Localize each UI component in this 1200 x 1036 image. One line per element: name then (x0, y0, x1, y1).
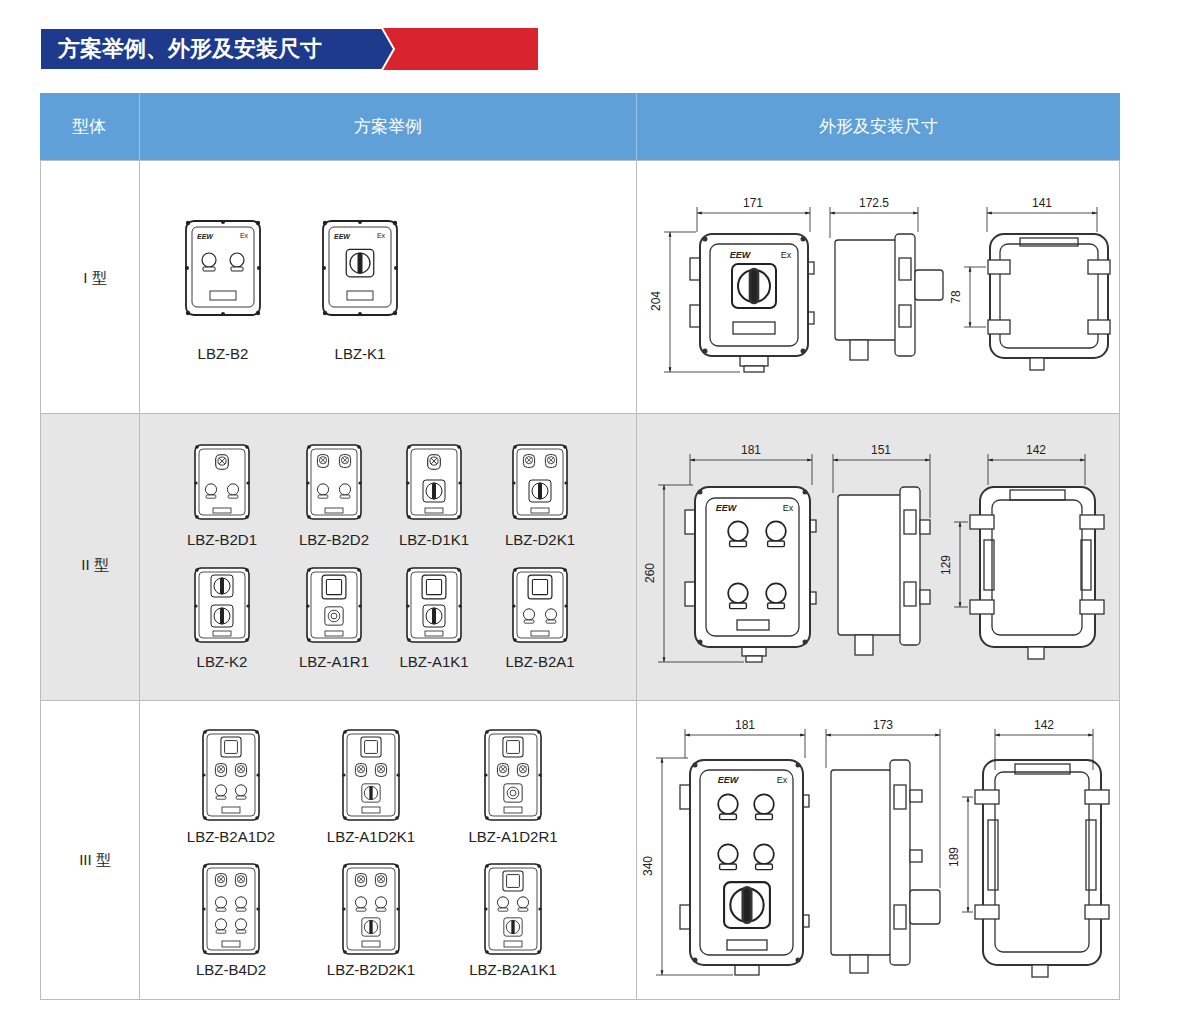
scheme-icon (342, 730, 399, 820)
scheme-icon (484, 864, 541, 954)
ex-mark: Ex (777, 775, 788, 785)
dimension: 181 (741, 444, 761, 458)
brand-logo: EEW (197, 233, 213, 241)
model-name: LBZ-A1D2R1 (468, 828, 557, 845)
dimension: 78 (950, 290, 964, 303)
dimension: 171 (743, 197, 763, 211)
ex-mark: Ex (377, 232, 385, 240)
scheme-icons (185, 220, 568, 954)
dimension-drawings (656, 207, 1110, 977)
front-view (685, 487, 816, 662)
model-name: LBZ-B2D2 (299, 531, 369, 548)
dimension-lines (656, 729, 1093, 975)
model-name: LBZ-B2D2K1 (327, 961, 415, 978)
side-view (838, 487, 930, 655)
brand-logo: EEW (716, 503, 737, 513)
model-name: LBZ-B2A1K1 (469, 961, 557, 978)
table-grid (40, 93, 1120, 1000)
dimension: 142 (1034, 719, 1054, 733)
scheme-icon (306, 445, 361, 519)
model-name: LBZ-B2 (198, 345, 249, 362)
scheme-icon (202, 864, 259, 954)
front-view (690, 234, 814, 372)
row-label: II 型 (81, 556, 109, 573)
table-header: 型体 (72, 117, 106, 137)
table-header: 方案举例 (354, 117, 422, 137)
row-label: I 型 (83, 269, 106, 286)
scheme-icon (484, 730, 541, 820)
scheme-icon (202, 730, 259, 820)
row-label: III 型 (79, 851, 111, 868)
table-header: 外形及安装尺寸 (819, 117, 938, 137)
dimension: 260 (644, 563, 658, 583)
dimension: 340 (642, 856, 656, 876)
scheme-icon (406, 445, 461, 519)
title-band (40, 28, 538, 70)
scheme-icon (342, 864, 399, 954)
brand-logo: EEW (718, 775, 739, 785)
section-title: 方案举例、外形及安装尺寸 (58, 36, 322, 61)
dimension: 204 (650, 291, 664, 311)
scheme-icon (322, 220, 398, 316)
dimension: 142 (1026, 444, 1046, 458)
scheme-icon (512, 445, 567, 519)
scheme-icon (512, 568, 567, 642)
model-name: LBZ-D1K1 (399, 531, 469, 548)
model-name: LBZ-K1 (335, 345, 386, 362)
dimension: 189 (948, 847, 962, 867)
ex-mark: Ex (783, 503, 794, 513)
dimension: 173 (873, 719, 893, 733)
model-name: LBZ-A1K1 (399, 653, 468, 670)
brand-logo: EEW (334, 233, 350, 241)
dimension: 129 (940, 555, 954, 575)
dimension: 181 (735, 719, 755, 733)
front-view (680, 760, 809, 975)
back-view (975, 760, 1109, 977)
ex-mark: Ex (240, 232, 248, 240)
model-name: LBZ-B4D2 (196, 961, 266, 978)
model-name: LBZ-A1D2K1 (327, 828, 415, 845)
ex-mark: Ex (781, 250, 792, 260)
back-view (988, 234, 1110, 370)
dimension-lines (664, 207, 1097, 372)
dimension: 172.5 (859, 197, 889, 211)
scheme-icon (185, 220, 261, 316)
dimension-lines (658, 454, 1085, 662)
back-view (970, 487, 1104, 659)
model-name: LBZ-D2K1 (505, 531, 575, 548)
dimension: 141 (1032, 197, 1052, 211)
side-view (835, 234, 943, 360)
dimension: 151 (871, 444, 891, 458)
scheme-icon (194, 445, 249, 519)
model-name: LBZ-A1R1 (299, 653, 369, 670)
scheme-icon (306, 568, 361, 642)
scheme-icon (194, 568, 249, 642)
side-view (831, 760, 940, 973)
model-name: LBZ-K2 (197, 653, 248, 670)
brand-logo: EEW (730, 250, 751, 260)
model-name: LBZ-B2A1D2 (187, 828, 275, 845)
scheme-icon (406, 568, 461, 642)
model-name: LBZ-B2D1 (187, 531, 257, 548)
model-name: LBZ-B2A1 (505, 653, 574, 670)
